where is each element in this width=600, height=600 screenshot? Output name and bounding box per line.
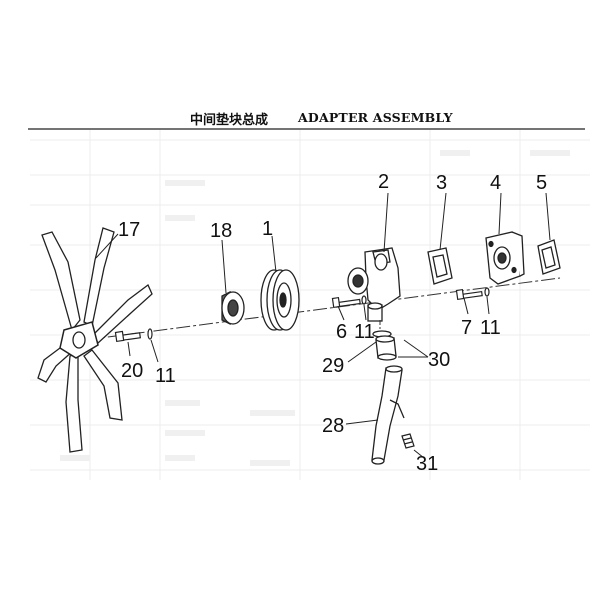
housing-bolt-leader xyxy=(337,305,345,321)
gasket-right-leader xyxy=(545,192,551,241)
callout-fan-washer: 11 xyxy=(155,365,176,387)
spacer-leader xyxy=(221,239,227,294)
plug-part xyxy=(401,433,415,449)
adapter-bolt-part xyxy=(455,288,483,301)
callout-hose-clamp-upper: 29 xyxy=(322,355,344,377)
callout-housing-bolt: 6 xyxy=(336,321,347,343)
callout-adapter-block: 4 xyxy=(490,172,501,194)
fan-bolt-part xyxy=(114,330,142,343)
pulley-part xyxy=(260,269,300,331)
callout-housing-washer: 11 xyxy=(354,321,375,343)
adapter-washer-part xyxy=(484,287,490,297)
fan-washer-leader xyxy=(150,339,159,363)
fan-bolt-leader xyxy=(127,341,131,357)
fan-leader xyxy=(95,233,119,259)
pulley-leader xyxy=(271,235,277,273)
fan-part xyxy=(37,227,153,453)
hose-part xyxy=(371,365,405,465)
housing-washer-leader xyxy=(363,304,367,321)
hose-clamp-leader-a xyxy=(403,339,429,358)
title-english: ADAPTER ASSEMBLY xyxy=(298,110,453,125)
housing-bolt-part xyxy=(331,296,361,309)
water-pump-housing-part xyxy=(347,247,401,322)
callout-hose-clamps: 30 xyxy=(428,349,450,371)
hose-clamp-upper-leader xyxy=(347,341,377,363)
adapter-washer-leader xyxy=(486,296,490,315)
plug-leader xyxy=(413,449,425,459)
callout-adapter-bolt: 7 xyxy=(461,317,472,339)
callout-hose: 28 xyxy=(322,415,344,437)
fan-center-hole xyxy=(72,331,86,349)
fan-washer-part xyxy=(147,328,153,340)
gasket-left-part xyxy=(427,247,453,285)
adapter-bolt-leader xyxy=(463,297,469,315)
adapter-block-leader xyxy=(498,192,502,235)
callout-spacer: 18 xyxy=(210,220,232,242)
housing-washer-part xyxy=(361,295,367,305)
hose-coupler-part xyxy=(375,335,397,361)
callout-gasket-left: 3 xyxy=(436,172,447,194)
callout-adapter-washer: 11 xyxy=(480,317,501,339)
callout-gasket-right: 5 xyxy=(536,172,547,194)
hose-leader xyxy=(345,419,379,425)
gasket-left-leader xyxy=(439,192,447,251)
center-axis xyxy=(84,277,561,341)
callout-housing: 2 xyxy=(378,171,389,193)
title-chinese: 中间垫块总成 xyxy=(190,113,269,128)
callout-fan-bolt: 20 xyxy=(121,360,143,382)
callout-fan: 17 xyxy=(118,219,140,241)
callout-pulley: 1 xyxy=(262,218,273,240)
spacer-part xyxy=(221,290,245,326)
callout-plug: 31 xyxy=(416,453,438,475)
adapter-block-part xyxy=(485,231,525,285)
housing-leader xyxy=(383,192,389,253)
gasket-right-part xyxy=(537,239,561,275)
